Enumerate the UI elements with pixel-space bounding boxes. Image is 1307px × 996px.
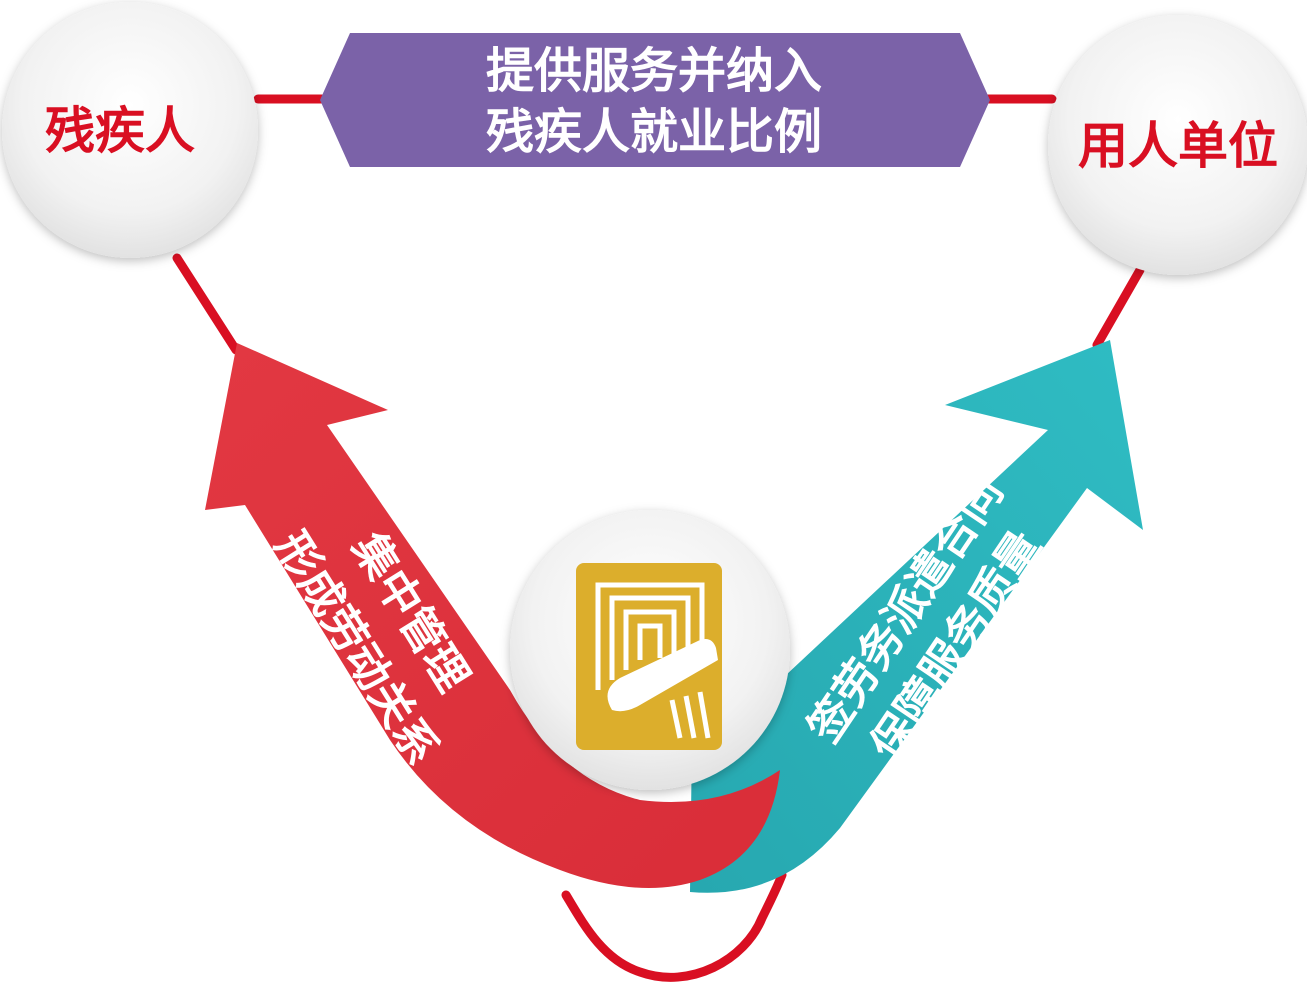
node-label-left: 残疾人 <box>45 102 195 160</box>
connector-right-diagonal <box>1092 265 1145 350</box>
organization-logo-icon <box>576 563 722 750</box>
left-arrow-shape <box>205 343 780 888</box>
banner-shape <box>320 33 990 167</box>
node-circle-left <box>2 2 258 258</box>
banner-line-2: 残疾人就业比例 <box>486 104 822 160</box>
connector-left-diagonal <box>172 253 241 355</box>
connector-bottom-loop <box>561 870 787 982</box>
right-arrow-shape <box>690 340 1143 893</box>
node-circle-right <box>1048 15 1307 275</box>
connector-lines <box>172 94 1145 982</box>
node-label-right: 用人单位 <box>1078 117 1278 175</box>
banner-line-1: 提供服务并纳入 <box>486 43 822 99</box>
